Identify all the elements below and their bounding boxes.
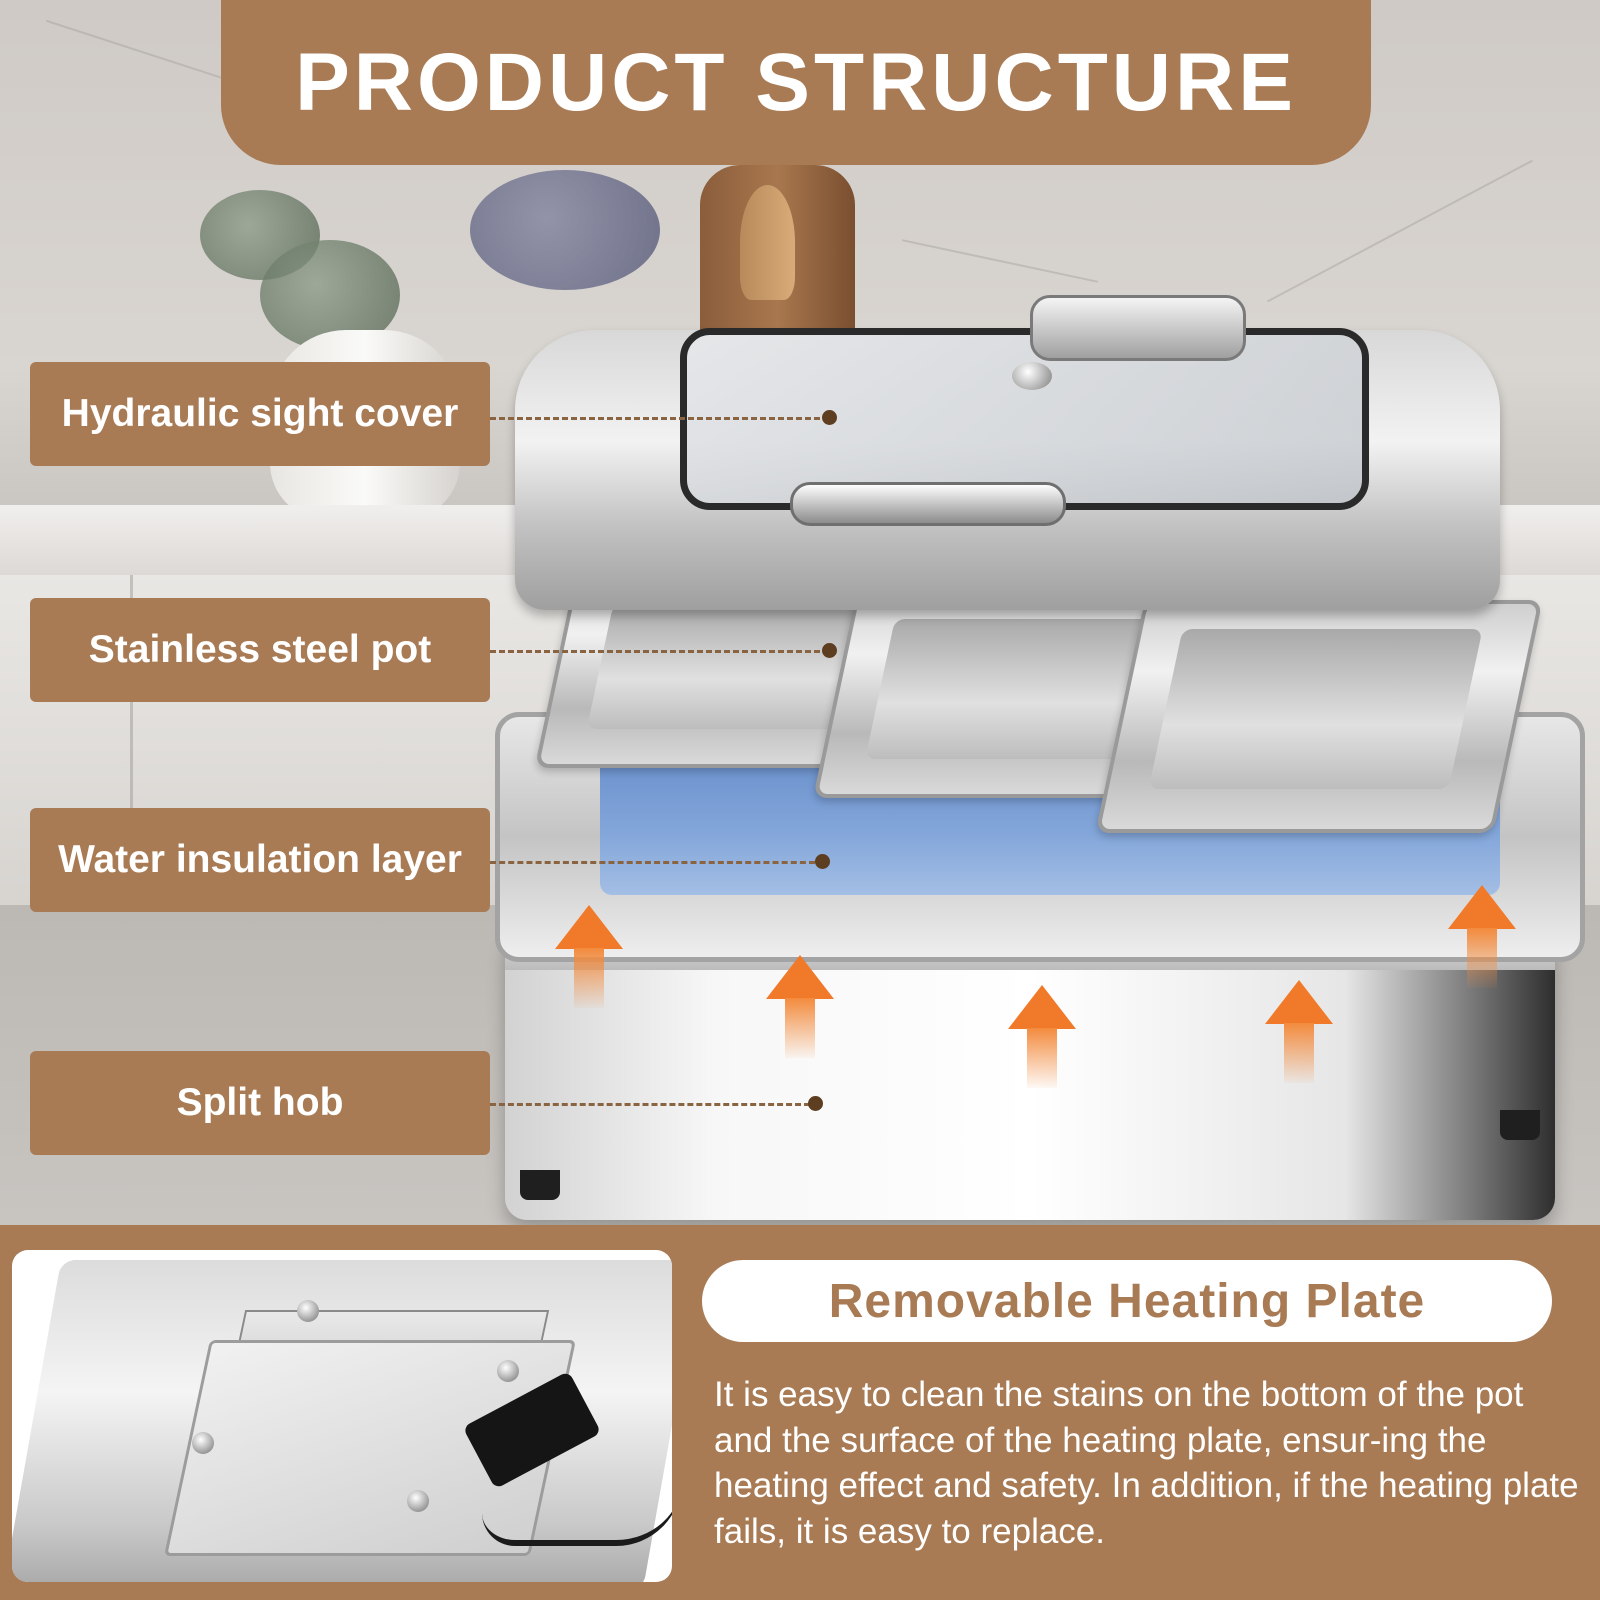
feature-title: Removable Heating Plate xyxy=(828,1274,1426,1328)
marble-vein xyxy=(901,239,1099,283)
wooden-spoon xyxy=(740,185,795,300)
hinge-icon xyxy=(1030,295,1246,361)
leader-line xyxy=(490,1103,810,1106)
title-banner: PRODUCT STRUCTURE xyxy=(221,0,1371,165)
screw-icon xyxy=(407,1490,429,1512)
stainless-steel-pot-right xyxy=(1095,600,1543,833)
cabinet-seam xyxy=(130,575,133,905)
knob-icon xyxy=(1012,362,1052,390)
hob-foot xyxy=(520,1170,560,1200)
screw-icon xyxy=(497,1360,519,1382)
screw-icon xyxy=(192,1432,214,1454)
callout-dot xyxy=(822,410,837,425)
feature-description: It is easy to clean the stains on the bo… xyxy=(714,1375,1579,1551)
callout-dot xyxy=(815,854,830,869)
callout-dot xyxy=(808,1096,823,1111)
label-text: Water insulation layer xyxy=(58,838,462,881)
label-text: Hydraulic sight cover xyxy=(61,392,459,435)
leader-line xyxy=(490,650,820,653)
label-stainless-steel-pot: Stainless steel pot xyxy=(30,598,490,702)
power-cable xyxy=(482,1480,672,1546)
label-split-hob: Split hob xyxy=(30,1051,490,1155)
callout-dot xyxy=(822,643,837,658)
leader-line xyxy=(490,861,815,864)
lavender-plant xyxy=(470,170,660,290)
screw-icon xyxy=(297,1300,319,1322)
label-hydraulic-sight-cover: Hydraulic sight cover xyxy=(30,362,490,466)
label-water-insulation-layer: Water insulation layer xyxy=(30,808,490,912)
heating-plate-photo xyxy=(12,1250,672,1582)
handle-icon xyxy=(790,482,1066,526)
leader-line xyxy=(490,417,820,420)
marble-vein xyxy=(1267,159,1533,303)
label-text: Split hob xyxy=(176,1081,344,1124)
feature-title-pill: Removable Heating Plate xyxy=(702,1260,1552,1342)
page-title: PRODUCT STRUCTURE xyxy=(295,36,1297,128)
label-text: Stainless steel pot xyxy=(88,628,432,671)
hob-foot xyxy=(1500,1110,1540,1140)
